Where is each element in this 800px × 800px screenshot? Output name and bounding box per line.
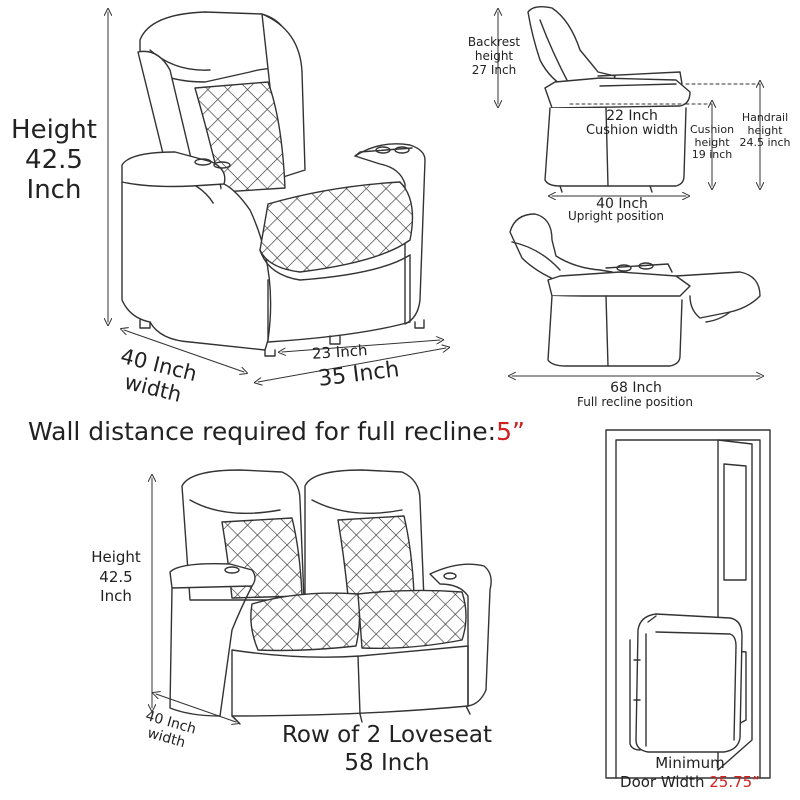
cushion-width-label: 22 Inch Cushion width [582,108,682,139]
door-illustration [605,429,771,779]
side-view-upright-dimension-lines [498,12,760,196]
door-width-value: 25.75” [709,772,760,791]
handrail-word: Handrail [741,111,789,124]
backrest-word: Backrest [467,35,521,49]
loveseat-height-value: 42.5 [99,567,133,586]
cushion-width-word: Cushion width [585,123,679,139]
wall-distance-text: Wall distance required for full recline:… [28,417,525,447]
handrail-value: 24.5 inch [739,136,791,150]
upright-caption: Upright position [568,209,664,223]
handrail-height-label: Handrail height 24.5 inch [734,111,796,150]
recline-length-label: 68 Inch [610,380,662,396]
upright-depth-label: 40 Inch [596,196,648,212]
loveseat-height-word: Height [91,548,141,566]
cushion-height-value: 19 inch [691,148,733,162]
wall-distance-label: Wall distance required for full recline: [28,417,497,446]
cushion-height-word: Cushion [689,123,735,136]
side-view-upright-illustration [527,5,691,193]
backrest-value: 27 Inch [471,62,517,77]
door-caption-line-2: Door Width 25.75” [590,773,790,792]
door-caption: Minimum Door Width 25.75” [590,754,790,792]
cushion-height-word-2: height [694,135,730,149]
handrail-height-word: height [747,123,783,137]
backrest-height-label: Backrest height 27 Inch [462,35,526,77]
height-value: 42.5 [25,144,83,175]
door-width-word: Door Width [620,772,705,791]
loveseat-dimension-lines [152,478,236,722]
loveseat-length: 58 Inch [344,750,430,776]
backrest-height-word: height [474,48,514,63]
recline-caption: Full recline position [577,395,693,409]
loveseat-height-label: Height 42.5 Inch [84,548,148,607]
height-word: Height [11,115,97,145]
wall-distance-value: 5” [496,417,525,446]
side-view-recline-illustration [509,213,761,367]
height-unit: Inch [26,174,82,205]
main-chair-height-label: Height 42.5 Inch [4,115,104,206]
door-caption-line-1: Minimum [655,754,725,772]
main-chair-illustration [121,11,426,357]
loveseat-illustration [169,469,492,725]
cushion-width-value: 22 Inch [606,108,658,124]
loveseat-title: Row of 2 Loveseat [281,722,493,748]
cushion-height-label: Cushion height 19 inch [684,123,740,162]
main-chair-dimension-lines [108,12,446,382]
loveseat-height-unit: Inch [100,587,132,605]
